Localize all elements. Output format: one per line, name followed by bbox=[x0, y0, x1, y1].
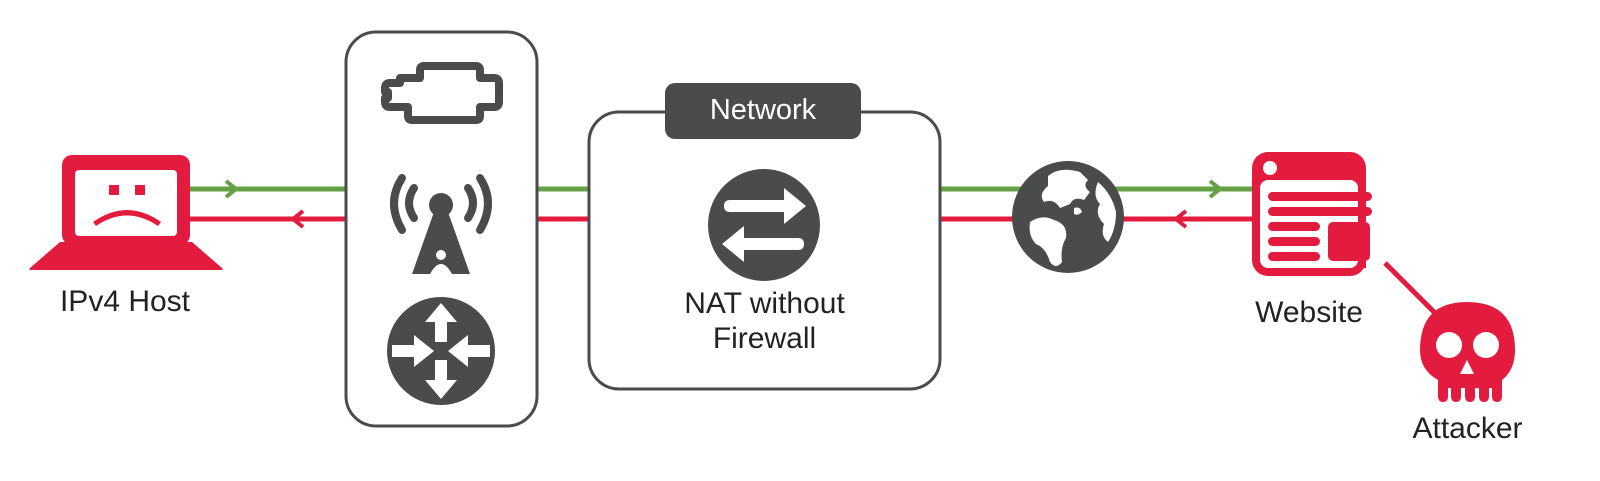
laptop-sad-icon[interactable] bbox=[29, 155, 223, 270]
inbound-arrow-2 bbox=[1172, 209, 1188, 229]
host-label: IPv4 Host bbox=[59, 285, 191, 318]
inbound-arrow-1 bbox=[289, 209, 305, 229]
radio-tower-icon bbox=[390, 174, 492, 274]
website-label: Website bbox=[1255, 296, 1363, 329]
network-tab bbox=[665, 83, 861, 139]
attacker-label: Attacker bbox=[1412, 412, 1523, 445]
access-stack[interactable] bbox=[344, 30, 539, 428]
skull-icon[interactable] bbox=[1420, 302, 1515, 402]
browser-window-icon[interactable] bbox=[1252, 152, 1372, 276]
cloud-icon bbox=[381, 62, 503, 124]
nat-label-line1: NAT without bbox=[684, 287, 845, 320]
globe-icon[interactable] bbox=[1012, 161, 1124, 273]
network-tab-label: Network bbox=[709, 94, 817, 126]
router-icon bbox=[387, 297, 495, 405]
nat-arrows-icon bbox=[708, 169, 820, 281]
outbound-arrow-2 bbox=[1208, 179, 1224, 199]
attacker-connector bbox=[1383, 261, 1442, 320]
network-box[interactable] bbox=[587, 83, 942, 391]
nat-label-line2: Firewall bbox=[712, 322, 817, 355]
outbound-arrow-1 bbox=[224, 179, 240, 199]
